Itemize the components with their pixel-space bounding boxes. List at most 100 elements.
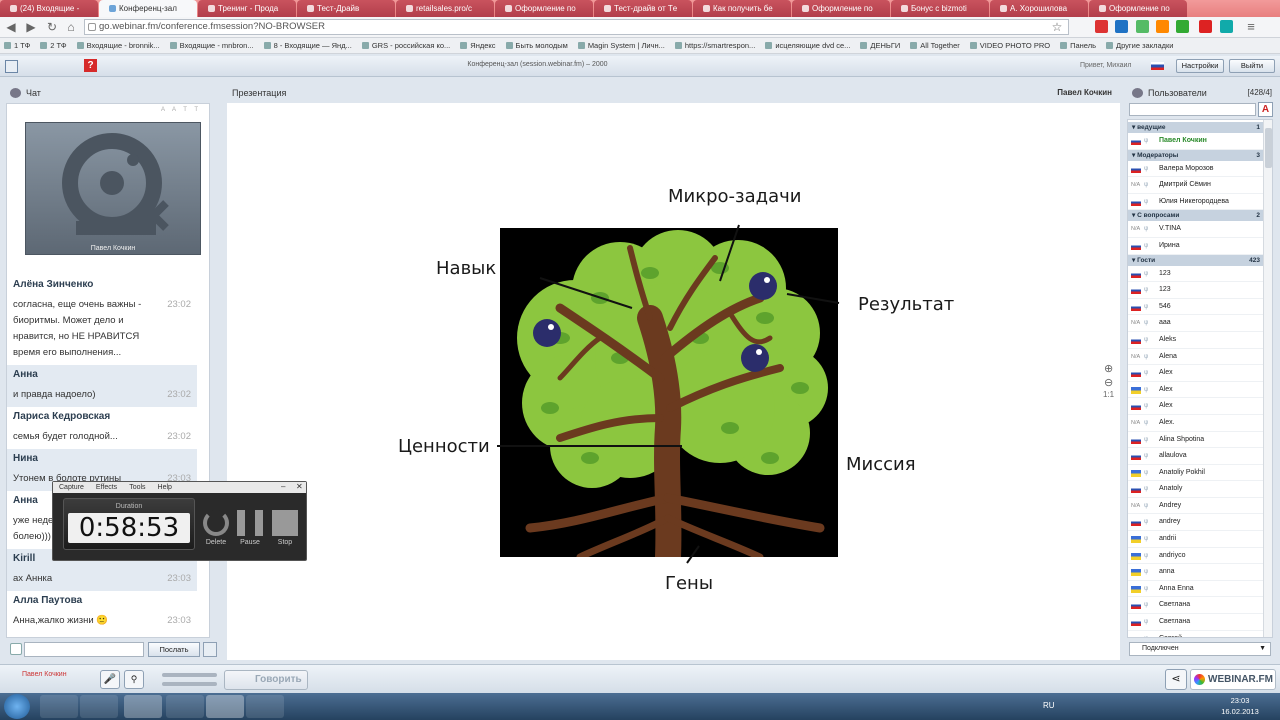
extension-icon[interactable]	[1220, 20, 1233, 33]
recorder-menu-item[interactable]: Tools	[129, 484, 146, 491]
menu-icon[interactable]	[5, 60, 18, 73]
chat-options-icon[interactable]	[203, 642, 217, 657]
user-search-input[interactable]	[1129, 103, 1256, 116]
bookmark-item[interactable]: https://smartrespon...	[671, 38, 761, 53]
browser-tab[interactable]: Как получить бе	[693, 0, 791, 17]
mail-extension-icon[interactable]	[1095, 20, 1108, 33]
browser-tab[interactable]: Оформление по	[1089, 0, 1187, 17]
browser-tab[interactable]: (24) Входящие -	[0, 0, 98, 17]
browser-tab[interactable]: Бонус с bizmoti	[891, 0, 989, 17]
recorder-menu-item[interactable]: Effects	[95, 484, 118, 491]
speak-button[interactable]: Говорить	[224, 670, 308, 690]
bookmark-item[interactable]: Другие закладки	[1102, 38, 1179, 53]
browser-tab[interactable]: А. Хорошилова	[990, 0, 1088, 17]
status-select[interactable]: Подключен ▼	[1129, 642, 1271, 656]
zoom-in-icon[interactable]: ⊕	[1104, 363, 1114, 375]
bookmark-item[interactable]: All Together	[906, 38, 965, 53]
browser-tab[interactable]: Тест-драйв от Тe	[594, 0, 692, 17]
bookmark-item[interactable]: 1 ТФ	[0, 38, 36, 53]
browser-tab[interactable]: Оформление по	[792, 0, 890, 17]
recorder-taskbar-icon[interactable]	[206, 695, 244, 718]
bookmark-item[interactable]: Яндекс	[456, 38, 501, 53]
wrench-icon[interactable]: ≡	[1247, 19, 1255, 34]
share-icon[interactable]: ⋖	[1165, 669, 1187, 690]
settings-button[interactable]: Настройки	[1176, 59, 1224, 73]
minimize-icon[interactable]: –	[281, 482, 286, 491]
language-flag-icon[interactable]	[1151, 62, 1164, 70]
browser-tab[interactable]: Тренинг - Прода	[198, 0, 296, 17]
extension-icon[interactable]	[1199, 20, 1212, 33]
exit-button[interactable]: Выйти	[1229, 59, 1275, 73]
extension-icon[interactable]	[1115, 20, 1128, 33]
start-button[interactable]	[4, 694, 30, 719]
volume-slider[interactable]	[162, 673, 217, 677]
recorder-menu-item[interactable]: Help	[157, 484, 172, 491]
chat-input[interactable]	[24, 642, 144, 657]
bookmark-item[interactable]: VIDEO PHOTO PRO	[966, 38, 1056, 53]
bookmark-item[interactable]: 2 ТФ	[36, 38, 72, 53]
bookmark-item[interactable]: 8 - Входящие — Янд...	[260, 38, 358, 53]
torrent-taskbar-icon[interactable]	[166, 695, 204, 718]
explorer-taskbar-icon[interactable]	[40, 695, 78, 718]
send-button[interactable]: Послать	[148, 642, 200, 657]
recorder-menu-item[interactable]: Capture	[59, 484, 84, 491]
user-row[interactable]: ψСергей	[1128, 631, 1264, 637]
zoom-out-icon[interactable]: ⊖	[1104, 377, 1114, 389]
font-size-controls[interactable]: A A T T	[160, 107, 201, 113]
media-taskbar-icon[interactable]	[80, 695, 118, 718]
star-icon[interactable]: ☆	[1051, 20, 1063, 34]
bookmark-item[interactable]: Magin System | Личн...	[574, 38, 671, 53]
bookmark-item[interactable]: Входящие - mnbron...	[166, 38, 260, 53]
bookmark-item[interactable]: GRS - российская ко...	[358, 38, 456, 53]
mic-level-slider[interactable]	[162, 682, 217, 686]
chrome-taskbar-icon[interactable]	[124, 695, 162, 718]
url-field[interactable]: go.webinar.fm/conference.fmsession?NO-BR…	[84, 19, 1069, 35]
browser-tab[interactable]: Конференц-зал	[99, 0, 197, 17]
users-scrollbar[interactable]	[1263, 120, 1272, 637]
extension-icon[interactable]	[1136, 20, 1149, 33]
bookmark-item[interactable]: Панель	[1056, 38, 1102, 53]
browser-tab[interactable]: retailsales.pro/c	[396, 0, 494, 17]
close-icon[interactable]: ✕	[296, 482, 303, 491]
bookmark-item[interactable]: исцеляющие dvd се...	[761, 38, 856, 53]
bookmark-item[interactable]: Входящие - bronnik...	[73, 38, 166, 53]
help-icon[interactable]: ?	[84, 59, 97, 72]
delete-icon[interactable]	[203, 510, 229, 536]
browser-tab[interactable]: Тест-Драйв	[297, 0, 395, 17]
sort-icon[interactable]: A	[1258, 102, 1273, 117]
extension-icon[interactable]	[1156, 20, 1169, 33]
smiley-icon[interactable]	[10, 643, 22, 655]
browser-tab[interactable]: Оформление по	[495, 0, 593, 17]
reload-icon[interactable]: ↻	[46, 20, 58, 34]
notes-taskbar-icon[interactable]	[246, 695, 284, 718]
